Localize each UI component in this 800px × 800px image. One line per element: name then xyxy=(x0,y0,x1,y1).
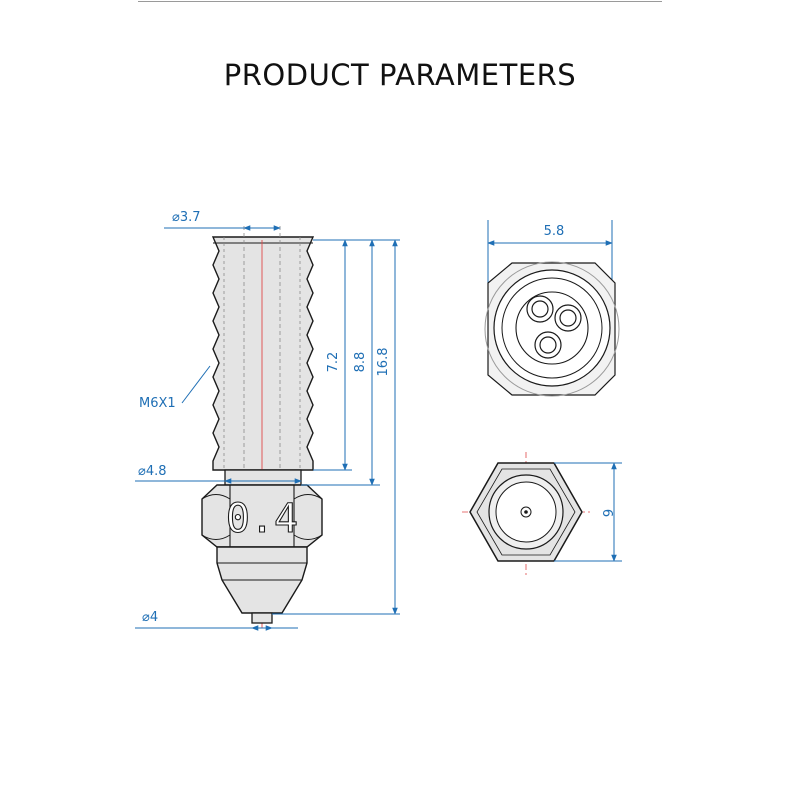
top-width-label: 5.8 xyxy=(544,224,565,239)
top-divider xyxy=(138,1,662,2)
neck-diameter-label: ⌀4.8 xyxy=(138,464,167,479)
neck xyxy=(224,469,302,486)
flow-channels xyxy=(526,295,582,359)
dimension-lines xyxy=(135,225,400,631)
bore-diameter-label: ⌀3.7 xyxy=(172,210,201,225)
engraving-text: 0.4 xyxy=(226,496,298,542)
thread-label: M6X1 xyxy=(139,396,176,411)
tip-diameter-label: ⌀4 xyxy=(142,610,158,625)
page-title: PRODUCT PARAMETERS xyxy=(223,58,577,92)
nozzle-side-view: 0.4 xyxy=(135,210,400,631)
total-length-label: 16.8 xyxy=(376,348,391,377)
nozzle-top-view: 5.8 xyxy=(484,220,620,397)
hex-size-label: 6 xyxy=(599,509,614,517)
body-length-label: 8.8 xyxy=(353,352,368,373)
threaded-body xyxy=(211,236,315,471)
nozzle-tip xyxy=(251,612,273,624)
thread-length-label: 7.2 xyxy=(326,352,341,373)
nozzle-bottom-view: 6 xyxy=(462,452,622,575)
